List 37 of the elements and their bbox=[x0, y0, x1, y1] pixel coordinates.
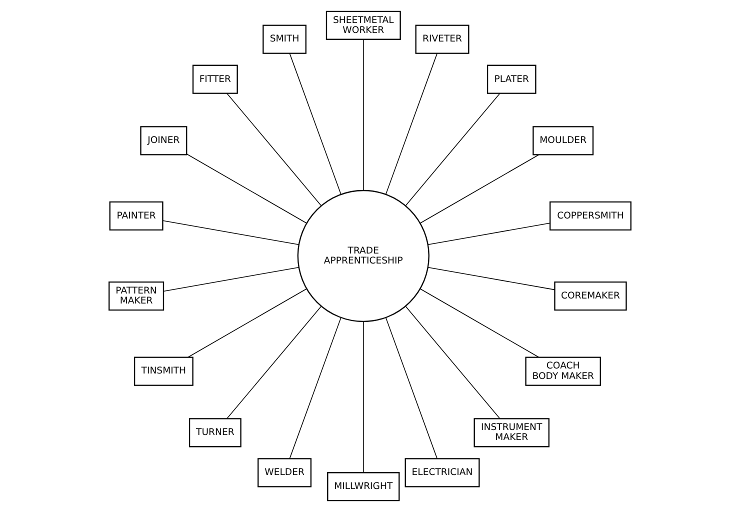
node-box: TINSMITH bbox=[133, 356, 193, 386]
node-circle: TRADE APPRENTICESHIP bbox=[296, 190, 429, 322]
connector bbox=[226, 306, 322, 419]
node-box: WELDER bbox=[257, 458, 312, 488]
connector bbox=[162, 266, 299, 292]
connector bbox=[187, 288, 307, 358]
node-box: COPPERSMITH bbox=[549, 201, 631, 231]
connector bbox=[288, 53, 341, 195]
node-box: FITTER bbox=[192, 64, 238, 94]
connector bbox=[426, 222, 550, 246]
node-box: JOINER bbox=[140, 126, 187, 156]
connector bbox=[186, 154, 307, 224]
connector bbox=[384, 53, 437, 195]
node-box: TURNER bbox=[188, 418, 241, 448]
node-box: COREMAKER bbox=[554, 281, 626, 311]
connector bbox=[362, 321, 364, 473]
connector bbox=[162, 220, 299, 246]
node-box: SMITH bbox=[262, 24, 306, 54]
connector bbox=[426, 266, 554, 290]
node-box: MOULDER bbox=[532, 126, 594, 156]
node-box: MILLWRIGHT bbox=[326, 472, 400, 502]
connector bbox=[419, 288, 539, 358]
connector bbox=[404, 306, 500, 419]
node-box: SHEETMETAL WORKER bbox=[325, 10, 400, 40]
node-box: INSTRUMENT MAKER bbox=[473, 418, 549, 448]
connector bbox=[226, 93, 322, 206]
node-box: PATTERN MAKER bbox=[108, 281, 164, 311]
node-box: PAINTER bbox=[108, 201, 163, 231]
node-box: ELECTRICIAN bbox=[404, 458, 480, 488]
node-box: RIVETER bbox=[414, 24, 469, 54]
node-box: COACH BODY MAKER bbox=[524, 356, 600, 386]
node-box: PLATER bbox=[486, 64, 536, 94]
connector bbox=[362, 39, 364, 191]
connector bbox=[404, 93, 500, 206]
connector bbox=[419, 154, 539, 224]
connector bbox=[288, 317, 341, 459]
connector bbox=[384, 317, 437, 459]
